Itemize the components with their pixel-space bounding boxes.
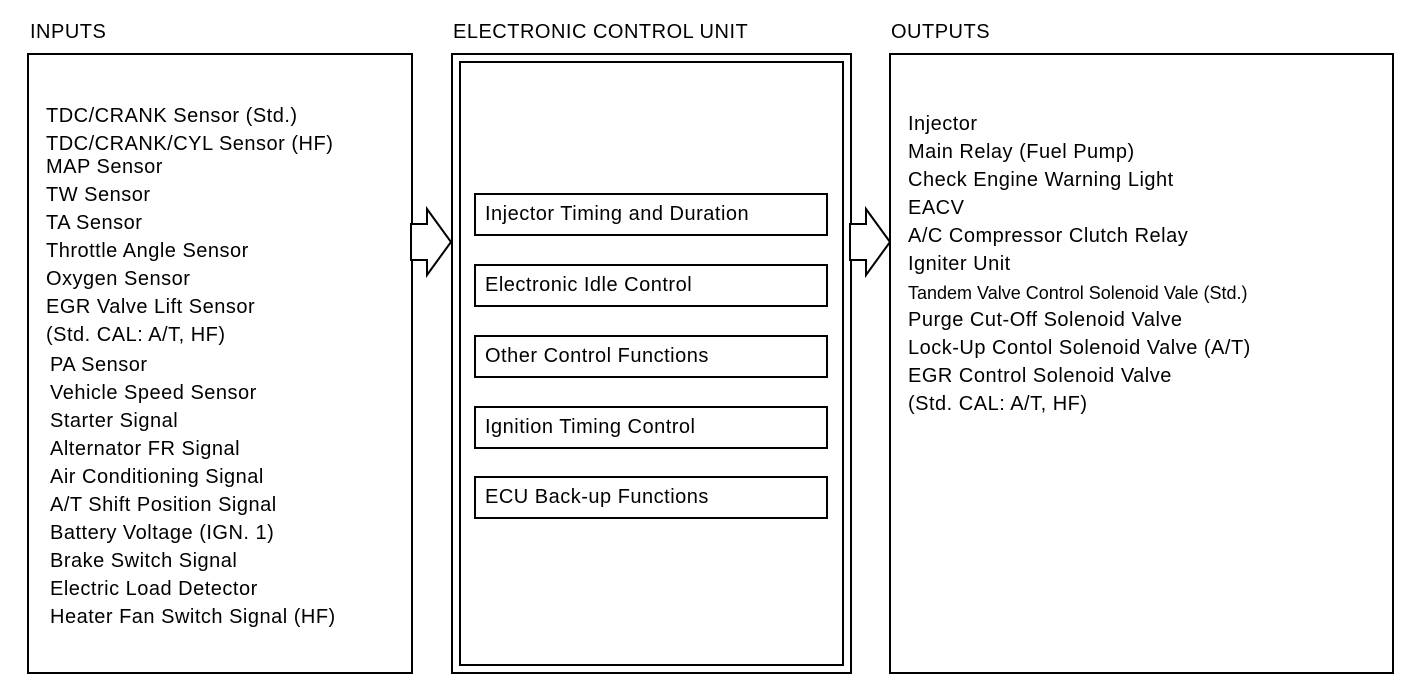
input-item: Electric Load Detector [50,578,258,600]
output-item: Igniter Unit [908,253,1011,275]
output-item: EACV [908,197,965,219]
inputs-box [27,53,413,674]
ecu-function-idle-control: Electronic Idle Control [474,264,828,307]
input-item: (Std. CAL: A/T, HF) [46,324,226,346]
input-item: Brake Switch Signal [50,550,238,572]
input-item: TDC/CRANK/CYL Sensor (HF) [46,133,334,155]
output-item: Injector [908,113,978,135]
ecu-heading: ELECTRONIC CONTROL UNIT [453,21,749,43]
output-item: Check Engine Warning Light [908,169,1174,191]
output-item: Main Relay (Fuel Pump) [908,141,1135,163]
ecu-function-other-control: Other Control Functions [474,335,828,378]
ecu-to-outputs-arrow-icon [849,205,892,279]
input-item: EGR Valve Lift Sensor [46,296,256,318]
input-item: TW Sensor [46,184,151,206]
output-item: EGR Control Solenoid Valve [908,365,1172,387]
ecu-box [451,53,852,674]
input-item: A/T Shift Position Signal [50,494,277,516]
input-item: Air Conditioning Signal [50,466,264,488]
input-item: TDC/CRANK Sensor (Std.) [46,105,298,127]
ecu-function-ignition-timing: Ignition Timing Control [474,406,828,449]
input-item: Starter Signal [50,410,179,432]
input-item: Heater Fan Switch Signal (HF) [50,606,336,628]
inputs-to-ecu-arrow-icon [410,205,453,279]
outputs-box [889,53,1394,674]
input-item: PA Sensor [50,354,148,376]
outputs-heading: OUTPUTS [891,21,991,43]
output-item: (Std. CAL: A/T, HF) [908,393,1088,415]
output-item: Purge Cut-Off Solenoid Valve [908,309,1183,331]
ecu-function-backup: ECU Back-up Functions [474,476,828,519]
input-item: TA Sensor [46,212,143,234]
input-item: Oxygen Sensor [46,268,191,290]
output-item: A/C Compressor Clutch Relay [908,225,1189,247]
inputs-heading: INPUTS [30,21,107,43]
input-item: MAP Sensor [46,156,163,178]
output-item: Tandem Valve Control Solenoid Vale (Std.… [908,283,1248,303]
ecu-function-injector-timing: Injector Timing and Duration [474,193,828,236]
input-item: Vehicle Speed Sensor [50,382,257,404]
output-item: Lock-Up Contol Solenoid Valve (A/T) [908,337,1251,359]
input-item: Battery Voltage (IGN. 1) [50,522,275,544]
ecu-inner-border [459,61,844,666]
input-item: Throttle Angle Sensor [46,240,249,262]
input-item: Alternator FR Signal [50,438,241,460]
